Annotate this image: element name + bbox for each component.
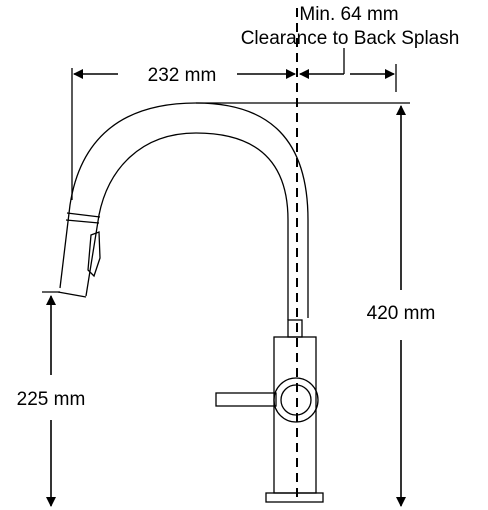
reach-label: 232 mm [148,65,217,86]
clearance-label-line2: Clearance to Back Splash [241,28,460,49]
spout-height-label: 225 mm [17,389,86,410]
spray-head-band [65,212,101,224]
dimension-spout-height: 225 mm [17,295,86,507]
height-label: 420 mm [367,303,436,324]
spray-trigger [87,231,101,278]
spout-inner-outline [85,132,289,320]
faucet-base-plate [265,492,324,503]
handle-lever [215,392,277,407]
faucet-drawing [57,102,324,503]
faucet-neck-collar [287,319,303,338]
spout-tip [57,291,87,298]
dimension-clearance: Min. 64 mm Clearance to Back Splash [241,4,460,79]
spout-outer-outline [59,102,309,318]
handle-hub [273,377,319,423]
clearance-label-line1: Min. 64 mm [299,4,398,25]
dimension-reach: 232 mm [73,65,296,86]
extension-lines [42,48,410,293]
dimension-height: 420 mm [367,105,436,507]
